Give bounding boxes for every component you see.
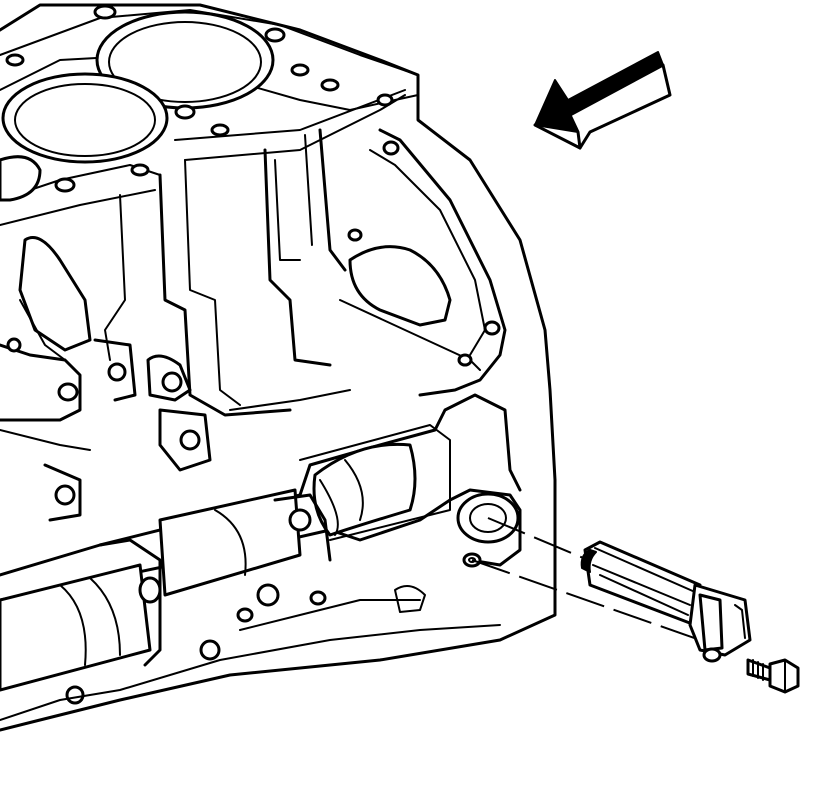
cylinder-bore: [1, 72, 169, 164]
bolt: [746, 658, 800, 694]
alignment-lines: [471, 517, 701, 641]
view-direction-arrow-icon: [533, 51, 672, 150]
cylinder-bore: [0, 155, 42, 202]
engine-block: [0, 3, 557, 732]
deck-surface: [0, 4, 419, 226]
front-flange: [339, 128, 507, 397]
block-walls: [0, 128, 351, 522]
crank-tunnel: [0, 393, 522, 721]
sensor: [580, 540, 752, 663]
